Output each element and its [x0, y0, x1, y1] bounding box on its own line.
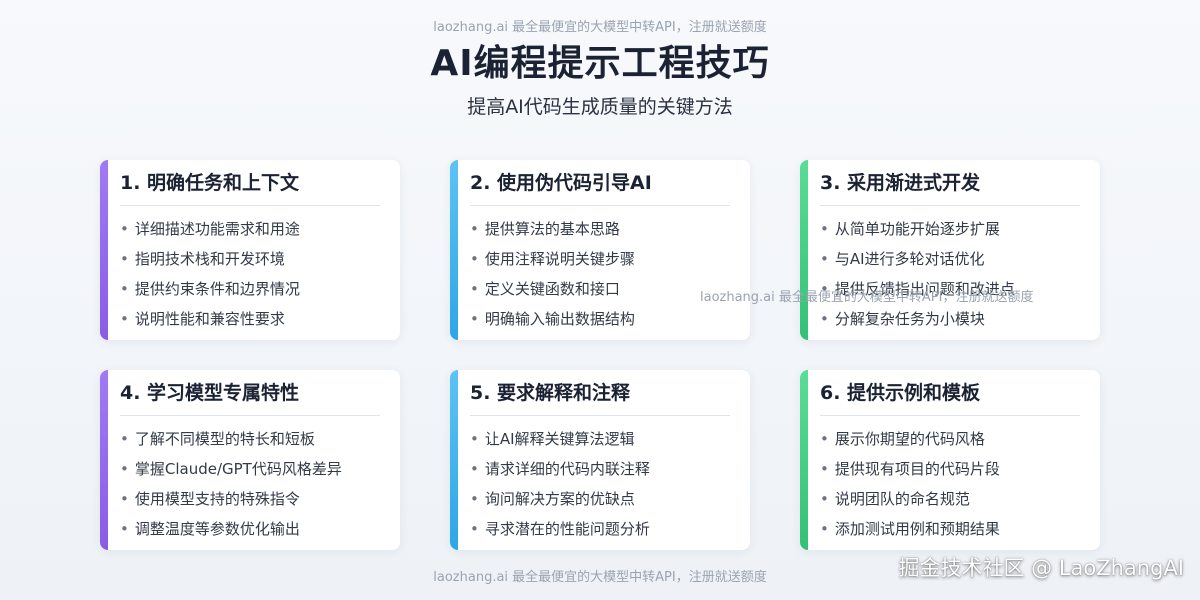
card-list: •让AI解释关键算法逻辑 •请求详细的代码内联注释 •询问解决方案的优缺点 •寻…: [470, 428, 650, 548]
list-item: •使用模型支持的特殊指令: [120, 490, 300, 508]
card-list: •从简单功能开始逐步扩展 •与AI进行多轮对话优化 •提供反馈指出问题和改进点 …: [820, 218, 1015, 338]
tip-card-1: 1. 明确任务和上下文 •详细描述功能需求和用途 •指明技术栈和开发环境 •提供…: [100, 160, 400, 340]
list-item: •指明技术栈和开发环境: [120, 250, 285, 268]
list-item: •添加测试用例和预期结果: [820, 520, 1000, 538]
list-item: •提供约束条件和边界情况: [120, 280, 300, 298]
list-item: •定义关键函数和接口: [470, 280, 620, 298]
card-list: •展示你期望的代码风格 •提供现有项目的代码片段 •说明团队的命名规范 •添加测…: [820, 428, 1000, 548]
watermark-top: laozhang.ai 最全最便宜的大模型中转API，注册就送额度: [433, 20, 767, 35]
card-accent-bar: [100, 160, 108, 340]
tip-card-2: 2. 使用伪代码引导AI •提供算法的基本思路 •使用注释说明关键步骤 •定义关…: [450, 160, 750, 340]
list-item: •提供反馈指出问题和改进点: [820, 280, 1015, 298]
list-item: •请求详细的代码内联注释: [470, 460, 650, 478]
card-title: 3. 采用渐进式开发: [820, 172, 1080, 206]
card-title: 1. 明确任务和上下文: [120, 172, 380, 206]
card-title: 4. 学习模型专属特性: [120, 382, 380, 416]
list-item: •详细描述功能需求和用途: [120, 220, 300, 238]
list-item: •明确输入输出数据结构: [470, 310, 635, 328]
card-accent-bar: [800, 160, 808, 340]
card-title: 2. 使用伪代码引导AI: [470, 172, 730, 206]
card-title: 6. 提供示例和模板: [820, 382, 1080, 416]
card-accent-bar: [800, 370, 808, 550]
list-item: •提供算法的基本思路: [470, 220, 620, 238]
list-item: •提供现有项目的代码片段: [820, 460, 1000, 478]
tip-card-4: 4. 学习模型专属特性 •了解不同模型的特长和短板 •掌握Claude/GPT代…: [100, 370, 400, 550]
card-list: •提供算法的基本思路 •使用注释说明关键步骤 •定义关键函数和接口 •明确输入输…: [470, 218, 635, 338]
tip-card-5: 5. 要求解释和注释 •让AI解释关键算法逻辑 •请求详细的代码内联注释 •询问…: [450, 370, 750, 550]
card-accent-bar: [100, 370, 108, 550]
card-accent-bar: [450, 160, 458, 340]
list-item: •寻求潜在的性能问题分析: [470, 520, 650, 538]
list-item: •展示你期望的代码风格: [820, 430, 985, 448]
page-title: AI编程提示工程技巧: [430, 43, 770, 84]
list-item: •询问解决方案的优缺点: [470, 490, 635, 508]
brand-watermark: 掘金技术社区 @ LaoZhangAI: [898, 556, 1184, 580]
list-item: •使用注释说明关键步骤: [470, 250, 635, 268]
card-list: •了解不同模型的特长和短板 •掌握Claude/GPT代码风格差异 •使用模型支…: [120, 428, 342, 548]
list-item: •从简单功能开始逐步扩展: [820, 220, 1000, 238]
list-item: •让AI解释关键算法逻辑: [470, 430, 635, 448]
tip-card-3: 3. 采用渐进式开发 •从简单功能开始逐步扩展 •与AI进行多轮对话优化 •提供…: [800, 160, 1100, 340]
list-item: •调整温度等参数优化输出: [120, 520, 300, 538]
list-item: •说明性能和兼容性要求: [120, 310, 285, 328]
list-item: •掌握Claude/GPT代码风格差异: [120, 460, 342, 478]
tip-card-6: 6. 提供示例和模板 •展示你期望的代码风格 •提供现有项目的代码片段 •说明团…: [800, 370, 1100, 550]
card-accent-bar: [450, 370, 458, 550]
watermark-middle: laozhang.ai 最全最便宜的大模型中转API，注册就送额度: [700, 290, 1034, 305]
card-title: 5. 要求解释和注释: [470, 382, 730, 416]
list-item: •说明团队的命名规范: [820, 490, 970, 508]
card-list: •详细描述功能需求和用途 •指明技术栈和开发环境 •提供约束条件和边界情况 •说…: [120, 218, 300, 338]
watermark-bottom: laozhang.ai 最全最便宜的大模型中转API，注册就送额度: [433, 570, 767, 585]
list-item: •与AI进行多轮对话优化: [820, 250, 985, 268]
list-item: •了解不同模型的特长和短板: [120, 430, 315, 448]
page-subtitle: 提高AI代码生成质量的关键方法: [467, 96, 733, 118]
list-item: •分解复杂任务为小模块: [820, 310, 985, 328]
